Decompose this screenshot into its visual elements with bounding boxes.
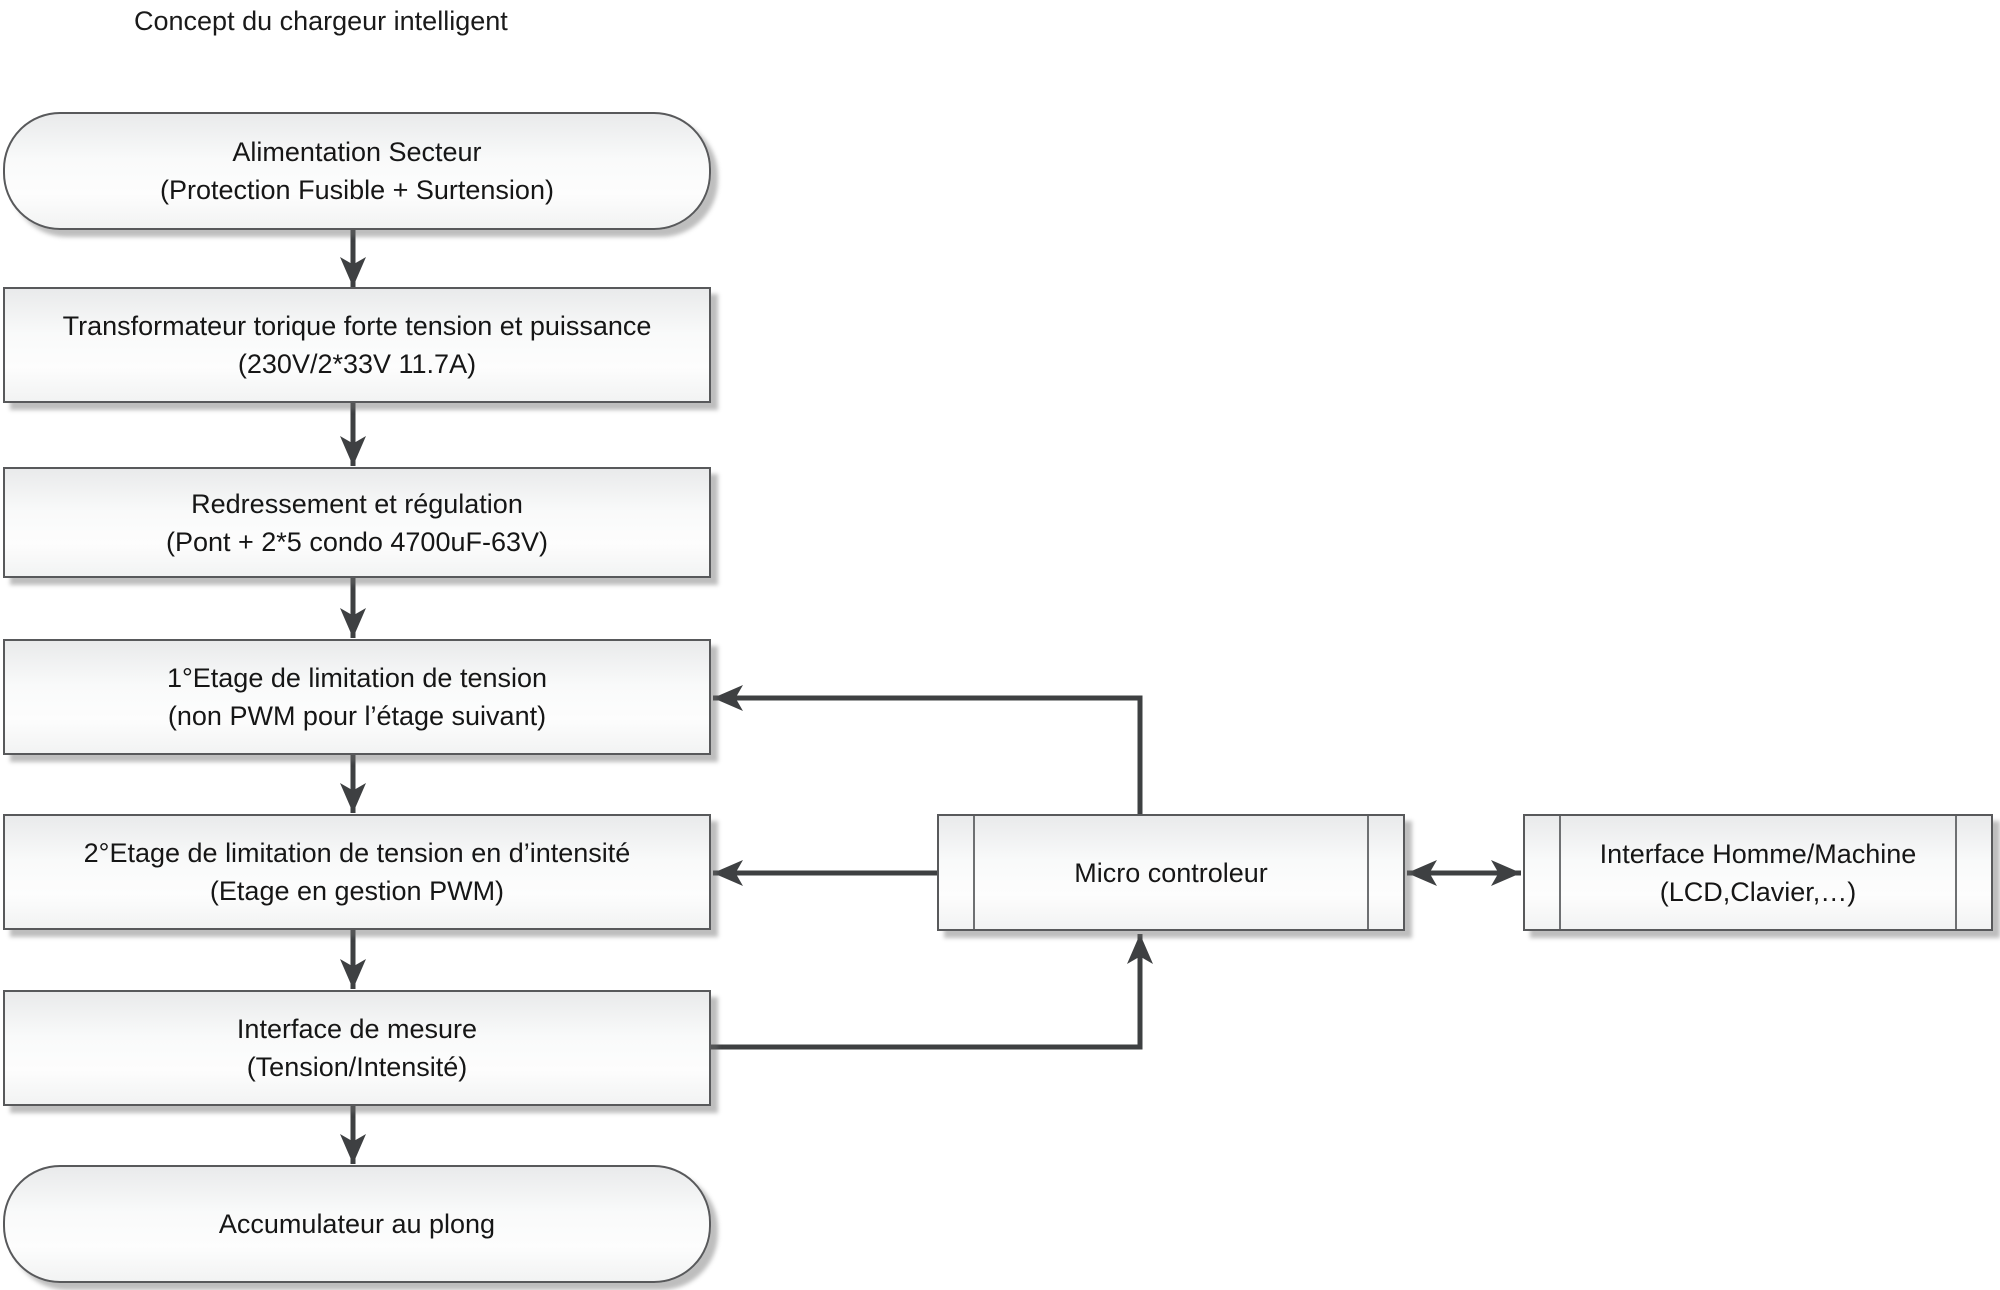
node-sublabel: (LCD,Clavier,…) [1659,876,1857,907]
node-transformateur-torique: Transformateur torique forte tension et … [3,287,711,403]
node-redressement-regulation: Redressement et régulation (Pont + 2*5 c… [3,467,711,578]
node-label: Accumulateur au plong [218,1209,496,1239]
node-label: Interface Homme/Machine [1599,838,1917,869]
node-label: Alimentation Secteur [232,137,482,167]
node-label: Redressement et régulation [191,488,523,519]
connector-mesure-to-micro [711,934,1153,1050]
node-sublabel: (Etage en gestion PWM) [209,876,505,906]
node-interface-homme-machine: Interface Homme/Machine (LCD,Clavier,…) [1523,814,1993,931]
node-label: 1°Etage de limitation de tension [166,663,548,693]
process-side-bar [1559,816,1561,929]
node-interface-de-mesure: Interface de mesure (Tension/Intensité) [3,990,711,1106]
process-side-bar [1955,816,1957,929]
node-label: Micro controleur [1074,857,1268,888]
diagram-title: Concept du chargeur intelligent [134,6,508,36]
node-sublabel: (Protection Fusible + Surtension) [160,175,554,205]
node-etage1-limitation-tension: 1°Etage de limitation de tension (non PW… [3,639,711,755]
node-label: Interface de mesure [236,1014,478,1044]
node-sublabel: (Pont + 2*5 condo 4700uF-63V) [165,526,548,557]
node-etage2-limitation-tension-intensite: 2°Etage de limitation de tension en d’in… [3,814,711,930]
node-label: Transformateur torique forte tension et … [62,311,652,341]
node-micro-controleur: Micro controleur [937,814,1405,931]
node-sublabel: (non PWM pour l’étage suivant) [167,701,547,731]
node-accumulateur: Accumulateur au plong [3,1165,711,1283]
node-sublabel: (Tension/Intensité) [246,1052,468,1082]
process-side-bar [1367,816,1369,929]
process-side-bar [973,816,975,929]
node-alimentation-secteur: Alimentation Secteur (Protection Fusible… [3,112,711,230]
connector-micro-to-etage1 [713,685,1143,814]
node-label: 2°Etage de limitation de tension en d’in… [83,838,631,868]
node-sublabel: (230V/2*33V 11.7A) [237,349,477,379]
